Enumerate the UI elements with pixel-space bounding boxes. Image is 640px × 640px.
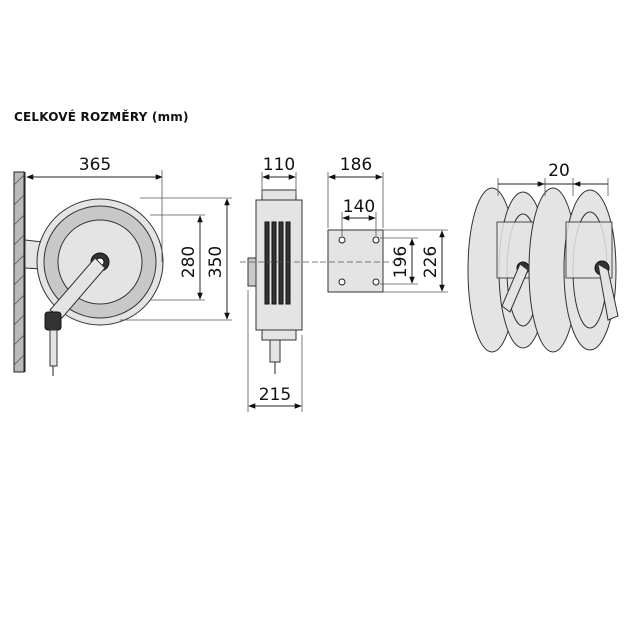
hose-guide-arm xyxy=(49,257,106,319)
dim-bracket-inner-width: 140 xyxy=(343,197,375,217)
dim-side-inner-height: 280 xyxy=(179,246,199,278)
dim-front-top-width: 110 xyxy=(263,155,295,175)
dim-bracket-outer-width: 186 xyxy=(340,155,372,175)
bracket-mounting-holes xyxy=(338,236,380,286)
dim-pair-spacing: 20 xyxy=(548,161,570,181)
front-nozzle xyxy=(269,339,281,363)
dim-front-bottom-width: 215 xyxy=(259,385,291,405)
front-view: 110 215 xyxy=(240,155,320,412)
dim-side-width: 365 xyxy=(79,155,111,175)
side-view: 365 280 350 xyxy=(13,155,232,376)
dim-bracket-inner-height: 196 xyxy=(391,246,411,278)
title-unit: (mm) xyxy=(151,110,189,124)
dim-side-outer-height: 350 xyxy=(206,246,226,278)
title-text: CELKOVÉ ROZMĚRY xyxy=(14,110,148,124)
hose-coil xyxy=(264,221,291,305)
dim-bracket-outer-height: 226 xyxy=(421,246,441,278)
double-reel-view: 20 xyxy=(467,161,619,353)
wall-hatch xyxy=(13,171,25,373)
bracket-view: 186 140 196 226 xyxy=(320,155,448,293)
drawing-title: CELKOVÉ ROZMĚRY (mm) xyxy=(14,110,189,124)
hose-nozzle xyxy=(44,311,62,331)
reel-pair-right xyxy=(528,187,619,353)
